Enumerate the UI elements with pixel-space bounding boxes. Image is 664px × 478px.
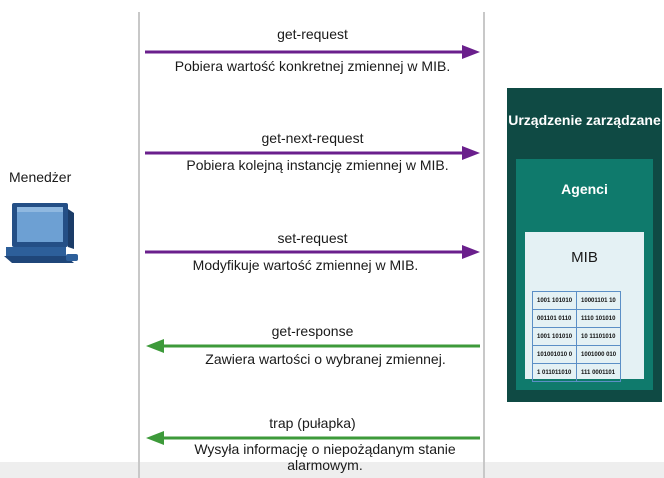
message-desc-get-next-request: Pobiera kolejną instancję zmiennej w MIB… xyxy=(186,157,449,173)
message-label-get-response: get-response xyxy=(271,323,354,339)
bottom-band xyxy=(0,462,664,478)
mib-row: 1001 101010 10 11101010 xyxy=(531,327,622,346)
mib-table: 1001 101010 10001101 10 001101 0110 1110… xyxy=(531,291,622,382)
mib-row: 1001 101010 10001101 10 xyxy=(531,291,622,310)
mib-box: MIB 1001 101010 10001101 10 001101 0110 … xyxy=(525,232,644,382)
computer-icon xyxy=(4,203,78,263)
mib-cell: 1001 101010 xyxy=(531,291,578,310)
message-desc-set-request: Modyfikuje wartość zmiennej w MIB. xyxy=(192,257,419,273)
device-lifeline xyxy=(483,12,485,478)
mib-cell: 10 11101010 xyxy=(576,327,622,346)
mib-row: 1 011011010 111 0001101 xyxy=(531,363,622,382)
arrow-get-next-request xyxy=(145,146,480,160)
message-desc-get-request: Pobiera wartość konkretnej zmiennej w MI… xyxy=(174,58,451,74)
mib-cell: 1 011011010 xyxy=(531,363,578,382)
mib-cell: 001101 0110 xyxy=(531,309,578,328)
message-desc-trap: Wysyła informację o niepożądanym stanie … xyxy=(194,441,456,473)
message-label-get-next-request: get-next-request xyxy=(261,130,364,146)
message-desc-get-response: Zawiera wartości o wybranej zmiennej. xyxy=(205,351,446,367)
mib-cell: 101001010 0 xyxy=(531,345,578,364)
mib-cell: 10001101 10 xyxy=(576,291,622,310)
manager-label: Menedżer xyxy=(9,169,72,185)
mib-cell: 1110 101010 xyxy=(576,309,622,328)
message-label-get-request: get-request xyxy=(277,26,348,42)
mib-title: MIB xyxy=(571,249,598,266)
arrow-set-request xyxy=(145,245,480,259)
arrow-trap xyxy=(146,431,480,445)
mib-cell: 111 0001101 xyxy=(576,363,622,382)
message-label-trap: trap (pułapka) xyxy=(269,415,356,431)
managed-device-box: Urządzenie zarządzane Agenci MIB 1001 10… xyxy=(507,88,662,402)
message-label-set-request: set-request xyxy=(277,230,348,246)
manager-lifeline xyxy=(138,12,140,478)
arrow-get-response xyxy=(146,339,480,353)
device-title: Urządzenie zarządzane xyxy=(508,112,661,128)
agents-box: Agenci MIB 1001 101010 10001101 10 00110… xyxy=(516,159,653,390)
mib-cell: 1001 101010 xyxy=(531,327,578,346)
agents-title: Agenci xyxy=(561,181,608,197)
mib-row: 001101 0110 1110 101010 xyxy=(531,309,622,328)
mib-row: 101001010 0 1001000 010 xyxy=(531,345,622,364)
arrow-get-request xyxy=(145,45,480,59)
mib-cell: 1001000 010 xyxy=(576,345,622,364)
